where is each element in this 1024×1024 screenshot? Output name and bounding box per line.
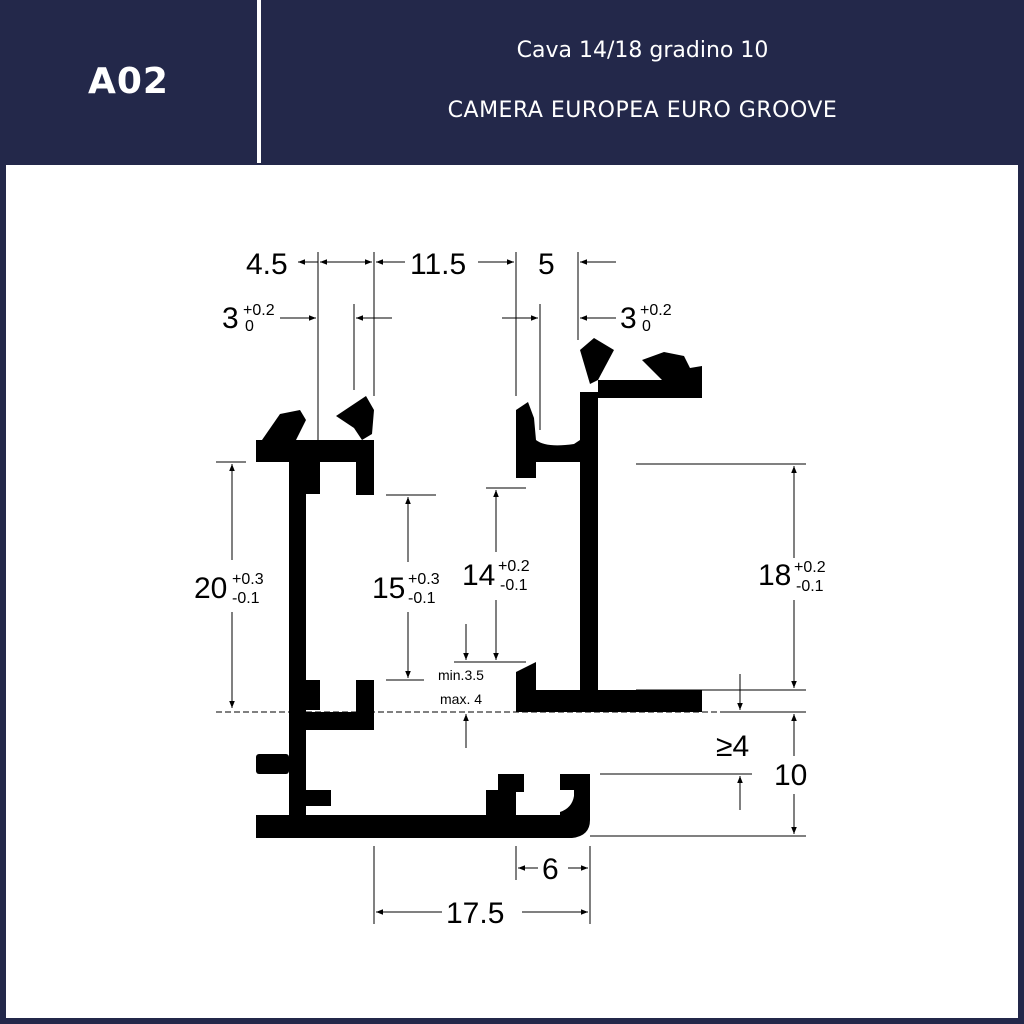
aluminium-profile xyxy=(256,338,702,838)
product-code: A02 xyxy=(88,61,169,102)
dim-tooth-left-base: 3 xyxy=(222,302,239,335)
dim-height-15: 15 xyxy=(372,572,405,605)
dim-height-20-upper: +0.3 xyxy=(232,571,264,588)
dim-height-18: 18 xyxy=(758,559,791,592)
left-upright xyxy=(289,460,306,838)
dim-height-20-lower: -0.1 xyxy=(232,590,260,607)
dim-top-middle: 11.5 xyxy=(410,248,466,281)
left-tab-lower xyxy=(306,790,331,806)
dim-top-right: 5 xyxy=(538,248,555,281)
left-rib-upper xyxy=(306,462,320,494)
bottom-base xyxy=(306,815,500,838)
right-bottom-flange xyxy=(516,662,702,712)
top-left-flange xyxy=(256,440,358,462)
dim-height-20: 20 xyxy=(194,572,227,605)
bottom-left-foot xyxy=(256,815,306,838)
product-code-box: A02 xyxy=(0,0,257,163)
dim-tooth-left-upper: +0.2 xyxy=(243,302,275,319)
left-tab-upper xyxy=(256,754,289,774)
dim-height-14-upper: +0.2 xyxy=(498,558,530,575)
dim-bottom-width: 17.5 xyxy=(446,897,504,930)
tooth-right-outer xyxy=(642,352,702,380)
dim-tooth-right-lower: 0 xyxy=(642,318,651,335)
drawing-area xyxy=(6,165,1018,1018)
bottom-slot-left xyxy=(486,790,516,815)
bottom-slot-base xyxy=(486,815,578,838)
dim-step-min: ≥4 xyxy=(716,730,749,763)
dim-tooth-right-upper: +0.2 xyxy=(640,302,672,319)
dim-min-label: min.3.5 xyxy=(438,667,484,683)
right-top-flange xyxy=(598,380,702,398)
tooth-right-inner xyxy=(580,338,614,384)
tooth-left-outer xyxy=(262,410,306,440)
dim-height-18-upper: +0.2 xyxy=(794,559,826,576)
dimension-lines xyxy=(216,252,806,924)
dimension-labels: 4.5 11.5 5 3 +0.2 0 3 +0.2 0 20 +0.3 -0.… xyxy=(194,248,826,930)
dim-height-15-upper: +0.3 xyxy=(408,571,440,588)
dim-max-label: max. 4 xyxy=(440,691,482,707)
tooth-left-inner xyxy=(336,396,374,440)
dim-height-14-lower: -0.1 xyxy=(500,577,528,594)
left-groove-lip xyxy=(356,440,374,495)
dim-top-left: 4.5 xyxy=(246,248,288,281)
title-box: Cava 14/18 gradino 10 CAMERA EUROPEA EUR… xyxy=(261,0,1024,163)
dim-step-height: 10 xyxy=(774,759,807,792)
dim-tooth-left-lower: 0 xyxy=(245,318,254,335)
product-title: CAMERA EUROPEA EURO GROOVE xyxy=(447,98,838,123)
dim-tooth-right-base: 3 xyxy=(620,302,637,335)
dim-height-14: 14 xyxy=(462,559,495,592)
left-lower-hook xyxy=(306,680,374,730)
dim-height-18-lower: -0.1 xyxy=(796,578,824,595)
left-rib-lower xyxy=(306,680,320,710)
dim-height-15-lower: -0.1 xyxy=(408,590,436,607)
bottom-slot-left-head xyxy=(498,774,524,792)
header-divider xyxy=(257,0,261,163)
bottom-slot-right xyxy=(560,774,590,838)
dim-bottom-slot: 6 xyxy=(542,853,559,886)
right-groove-upper-lip xyxy=(516,402,580,478)
right-upright xyxy=(580,392,598,692)
product-subtitle: Cava 14/18 gradino 10 xyxy=(516,38,769,63)
